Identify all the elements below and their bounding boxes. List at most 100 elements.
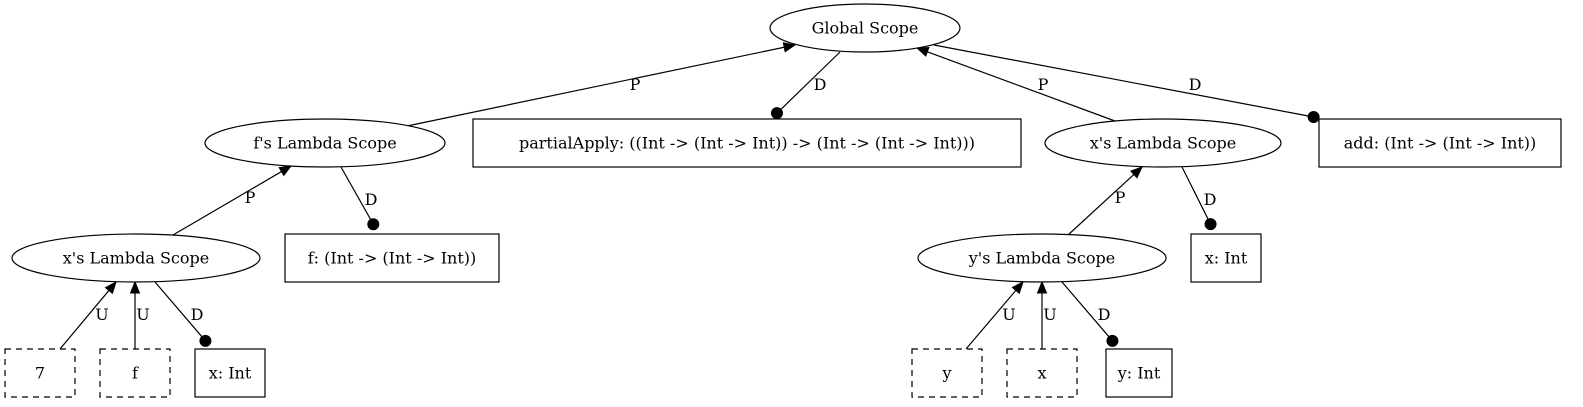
reference-box [4,348,76,398]
edge-f_lambda-f_decl: D [340,166,380,231]
edge-label: D [1189,75,1202,94]
edge-label: P [630,75,641,94]
node-x-lambda-right: x's Lambda Scope [1044,118,1282,168]
node-label: x's Lambda Scope [1090,134,1236,153]
edge-x_lambda_right-x_decl_right: D [1181,166,1217,231]
arrowhead [129,280,141,294]
node-y-lambda: y's Lambda Scope [917,233,1167,283]
dot-head [367,218,380,231]
edge-label: P [1115,188,1126,207]
node-label: 7 [35,364,45,383]
edge-x_lambda_left-f_lambda: P [172,165,293,236]
edge-label: U [136,305,149,324]
declaration-box [1318,118,1562,168]
arrowhead [278,165,293,177]
node-label: y [941,364,951,383]
dot-head [1204,218,1217,231]
node-label: y: Int [1117,364,1161,383]
edge-line [340,166,374,225]
declaration-box [284,233,500,283]
node-label: Global Scope [812,19,919,38]
node-f-decl: f: (Int -> (Int -> Int)) [284,233,500,283]
node-use-x: x [1006,348,1078,398]
arrowhead [782,42,797,53]
edge-global-partial_apply: D [770,51,841,120]
node-label: x: Int [209,364,252,383]
edge-line [776,51,841,114]
node-use-y: y [911,348,983,398]
node-label: x: Int [1205,249,1248,268]
node-label: y's Lambda Scope [968,249,1115,268]
dot-head [1106,334,1119,347]
node-label: x [1037,364,1046,383]
edge-line [59,290,110,350]
edge-label: D [1098,305,1111,324]
node-f-lambda: f's Lambda Scope [204,118,446,168]
edge-line [927,51,1116,122]
arrowhead [1011,280,1024,295]
node-label: f's Lambda Scope [253,134,396,153]
node-add: add: (Int -> (Int -> Int)) [1318,118,1562,168]
declaration-box [1190,233,1262,283]
reference-box [1006,348,1078,398]
node-y-decl: y: Int [1105,348,1173,398]
edge-use_x-y_lambda: U [1036,280,1057,349]
scope-ellipse [917,233,1167,283]
edge-f_lambda-global: P [406,42,797,127]
nodes-layer: Global Scope f's Lambda Scope partialApply… [4,3,1562,398]
node-label: x's Lambda Scope [63,249,209,268]
reference-box [99,348,171,398]
edge-line [1067,174,1135,236]
edge-x_lambda_right-global: P [915,47,1116,122]
dot-head [770,107,783,120]
arrowhead [1129,166,1143,179]
edge-label: P [245,188,256,207]
edge-line [1061,281,1113,342]
node-x-decl-right: x: Int [1190,233,1262,283]
edge-x_lambda_left-x_decl_left: D [154,281,212,347]
edge-use_f-x_lambda_left: U [129,280,150,349]
declaration-box [472,118,1022,168]
edge-line [1181,166,1212,225]
node-global: Global Scope [769,3,961,53]
edge-y_lambda-x_lambda_right: P [1067,166,1143,236]
edge-label: D [365,190,378,209]
edge-use_7-x_lambda_left: U [59,280,117,350]
edge-line [406,46,785,127]
scope-ellipse [1044,118,1282,168]
edge-line [154,281,206,342]
node-label: f: (Int -> (Int -> Int)) [308,249,477,268]
edge-label: D [814,75,827,94]
edge-line [172,171,282,236]
edge-line [965,289,1017,350]
reference-box [911,348,983,398]
edge-label: U [1043,305,1056,324]
dot-head [1307,110,1320,123]
arrowhead [915,47,930,57]
node-x-lambda-left: x's Lambda Scope [11,233,261,283]
edges-layer: P D P D P D P D U U D U U D [59,42,1320,350]
edge-y_lambda-y_decl: D [1061,281,1119,347]
arrowhead [1036,280,1048,294]
dot-head [199,334,212,347]
node-label: f [132,364,139,383]
edge-label: P [1038,75,1049,94]
arrowhead [104,280,117,295]
edge-label: D [1204,190,1217,209]
edge-use_y-y_lambda: U [965,280,1024,350]
declaration-box [1105,348,1173,398]
scope-ellipse [11,233,261,283]
edge-label: D [191,305,204,324]
node-label: partialApply: ((Int -> (Int -> Int)) -> … [519,134,975,153]
scope-ellipse [204,118,446,168]
edge-line [933,44,1314,118]
node-use-f: f [99,348,171,398]
declaration-box [194,348,266,398]
scope-ellipse [769,3,961,53]
node-x-decl-left: x: Int [194,348,266,398]
edge-label: U [1002,305,1015,324]
edge-global-add: D [933,44,1320,123]
edge-label: U [95,305,108,324]
node-use-7: 7 [4,348,76,398]
